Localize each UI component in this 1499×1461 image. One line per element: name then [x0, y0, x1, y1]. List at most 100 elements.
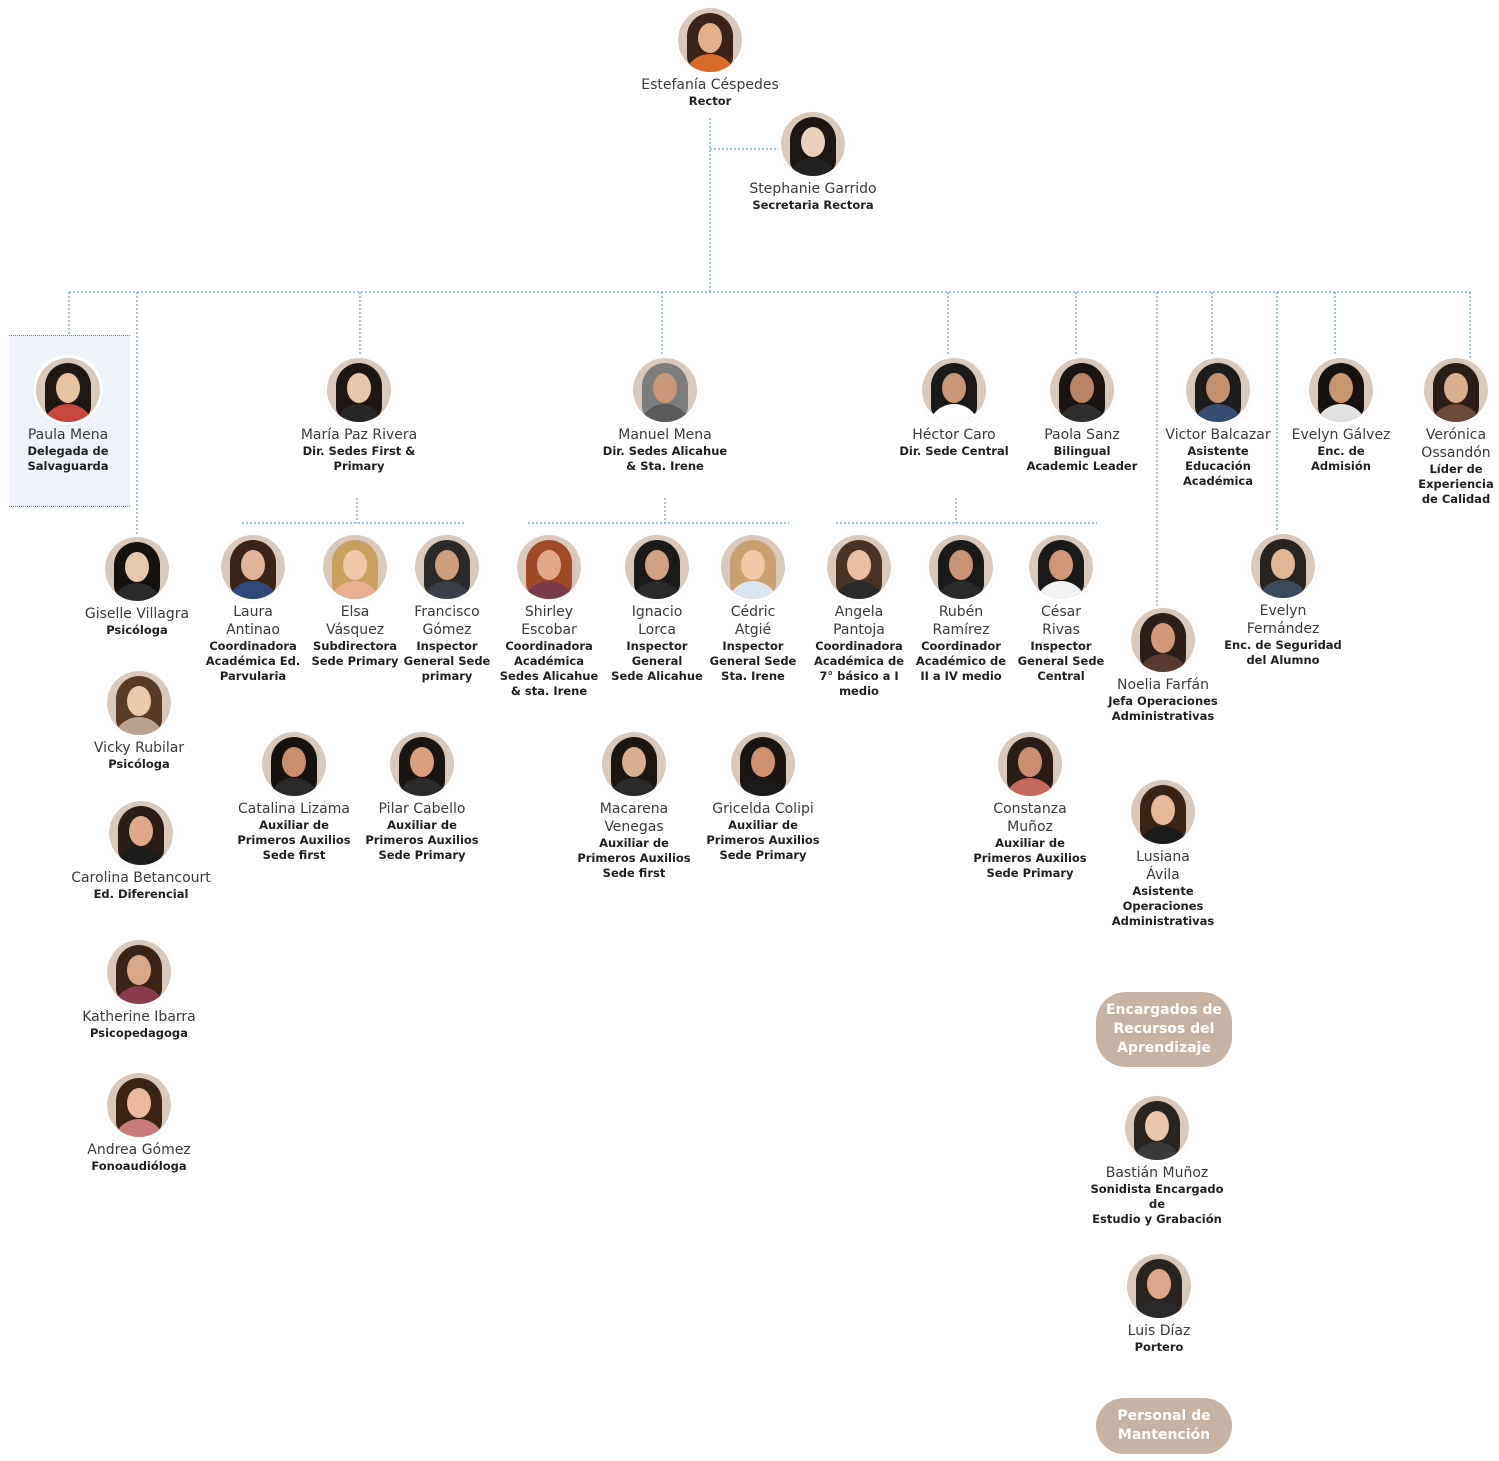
avatar — [922, 358, 986, 422]
person-name: Constanza Muñoz — [993, 801, 1067, 835]
person-role: Rector — [688, 94, 732, 108]
person-role: Enc. de Admisión — [1311, 444, 1371, 473]
person-name: Pilar Cabello — [378, 801, 466, 817]
person-role: Sonidista Encargado de Estudio y Grabaci… — [1090, 1182, 1224, 1226]
avatar — [1131, 780, 1195, 844]
avatar — [1131, 608, 1195, 672]
avatar — [323, 535, 387, 599]
avatar — [415, 535, 479, 599]
person-role: Asistente Educación Académica — [1182, 444, 1253, 488]
person-role: Secretaria Rectora — [752, 198, 874, 212]
person-name: Victor Balcazar — [1165, 427, 1271, 443]
person-name: Paola Sanz — [1044, 427, 1120, 443]
person-name: María Paz Rivera — [300, 427, 418, 443]
person-name: Vicky Rubilar — [93, 740, 185, 756]
person-name: Angela Pantoja — [833, 604, 885, 638]
person-name: Ignacio Lorca — [631, 604, 683, 638]
person-name: Estefanía Céspedes — [641, 77, 779, 93]
person-role: Asistente Operaciones Administrativas — [1111, 884, 1215, 928]
person-name: Katherine Ibarra — [82, 1009, 196, 1025]
person-name: Paula Mena — [27, 427, 109, 443]
person-role: Auxiliar de Primeros Auxilios Sede Prima… — [973, 836, 1087, 880]
person-name: Andrea Gómez — [87, 1142, 191, 1158]
avatar — [678, 8, 742, 72]
avatar — [262, 732, 326, 796]
person-role: Portero — [1134, 1340, 1184, 1354]
person-role: Coordinadora Académica Ed. Parvularia — [205, 639, 301, 683]
person-role: Fonoaudióloga — [91, 1159, 187, 1173]
person-role: Auxiliar de Primeros Auxilios Sede first — [237, 818, 351, 862]
avatar — [107, 1073, 171, 1137]
avatar — [327, 358, 391, 422]
person-name: Verónica Ossandón — [1421, 427, 1491, 461]
person-name: Luis Díaz — [1127, 1323, 1191, 1339]
person-name: Noelia Farfán — [1117, 677, 1209, 693]
avatar — [1251, 534, 1315, 598]
avatar — [721, 535, 785, 599]
person-role: Subdirectora Sede Primary — [311, 639, 399, 668]
person-name: Giselle Villagra — [84, 606, 190, 622]
person-name: Héctor Caro — [912, 427, 996, 443]
avatar — [633, 358, 697, 422]
person-role: Coordinadora Académica de 7° básico a I … — [813, 639, 905, 698]
avatar — [1309, 358, 1373, 422]
person-name: Laura Antinao — [226, 604, 280, 638]
person-role: Auxiliar de Primeros Auxilios Sede first — [577, 836, 691, 880]
person-name: Shirley Escobar — [521, 604, 577, 638]
avatar — [36, 358, 100, 422]
avatar — [1125, 1096, 1189, 1160]
person-name: Carolina Betancourt — [71, 870, 211, 886]
avatar — [929, 535, 993, 599]
avatar — [1029, 535, 1093, 599]
person-name: Bastián Muñoz — [1105, 1165, 1209, 1181]
person-name: Manuel Mena — [618, 427, 712, 443]
avatar — [105, 537, 169, 601]
avatar — [1050, 358, 1114, 422]
avatar — [731, 732, 795, 796]
person-name: Catalina Lizama — [238, 801, 350, 817]
avatar — [602, 732, 666, 796]
avatar — [1186, 358, 1250, 422]
person-role: Inspector General Sede Alicahue — [611, 639, 703, 683]
person-role: Psicóloga — [106, 623, 168, 637]
person-name: Lusiana Ávila — [1136, 849, 1190, 883]
person-role: Psicopedagoga — [90, 1026, 188, 1040]
avatar — [1424, 358, 1488, 422]
person-role: Inspector General Sede Central — [1017, 639, 1105, 683]
person-role: Dir. Sedes Alicahue & Sta. Irene — [602, 444, 728, 473]
person-name: Elsa Vásquez — [325, 604, 385, 638]
person-role: Enc. de Seguridad del Alumno — [1224, 638, 1342, 667]
person-role: Inspector General Sede Sta. Irene — [709, 639, 797, 683]
person-role: Bilingual Academic Leader — [1026, 444, 1138, 473]
person-role: Dir. Sedes First & Primary — [302, 444, 416, 473]
avatar — [109, 801, 173, 865]
person-name: Gricelda Colipi — [712, 801, 814, 817]
avatar — [781, 112, 845, 176]
person-role: Auxiliar de Primeros Auxilios Sede Prima… — [706, 818, 820, 862]
avatar — [107, 940, 171, 1004]
person-role: Delegada de Salvaguarda — [27, 444, 109, 473]
